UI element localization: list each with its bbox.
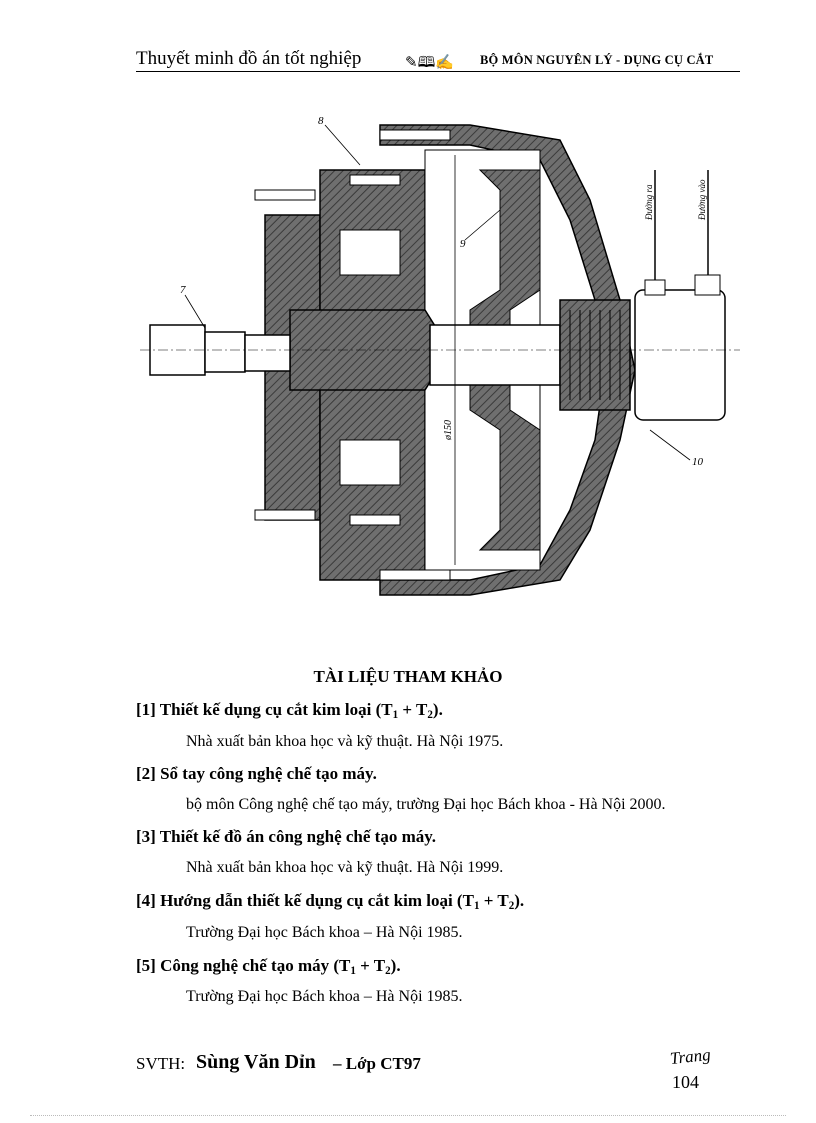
reference-number: [1] [136,700,156,719]
reference-title-text: Hướng dẫn thiết kế dụng cụ cắt kim loại … [160,891,474,910]
reference-title: [2] Sổ tay công nghệ chế tạo máy. [136,764,377,784]
closing-punct: ). [514,891,525,910]
reference-number: [2] [136,764,156,783]
callout-9: 9 [460,238,466,250]
reference-title: [5] Công nghệ chế tạo máy (T1 + T2). [136,956,401,977]
footer-svth-label: SVTH: [136,1054,186,1073]
subscript: 1 [392,708,399,721]
reference-title-text: Thiết kế đồ án công nghệ chế tạo máy. [159,827,437,846]
subscript: 2 [427,708,433,721]
reference-number: [5] [136,956,156,975]
callout-10: 10 [692,456,704,468]
subscript: 2 [385,964,391,977]
subscript: 1 [473,899,480,912]
reference-title: [4] Hướng dẫn thiết kế dụng cụ cắt kim l… [136,891,524,912]
header-ornament-icon: ✎🕮✍ [405,55,454,71]
callout-7: 7 [180,284,186,296]
subscript: 2 [508,899,515,912]
bottom-dotted-rule [30,1115,786,1116]
reference-number: [4] [136,891,156,910]
footer-page-label: Trang [669,1044,712,1069]
reference-title-text: Thiết kế dụng cụ cắt kim loại (T [159,700,393,719]
callout-8: 8 [318,115,324,127]
reference-number: [3] [136,827,156,846]
closing-punct: ). [390,956,401,975]
reference-detail: Nhà xuất bản khoa học và kỹ thuật. Hà Nộ… [186,859,504,876]
references-heading: TÀI LIỆU THAM KHẢO [313,667,503,686]
header-department: BỘ MÔN NGUYÊN LÝ - DỤNG CỤ CẮT [480,53,714,67]
footer-page-number: 104 [672,1072,699,1092]
reference-detail: Trường Đại học Bách khoa – Hà Nội 1985. [186,988,463,1005]
technical-drawing: 8 7 9 10 ø150 Đường ra Đường vào [140,115,740,596]
reference-title-text: Công nghệ chế tạo máy (T [160,956,351,975]
port-out-label: Đường ra [644,184,654,221]
reference-detail: Trường Đại học Bách khoa – Hà Nội 1985. [186,924,463,941]
footer-class: – Lớp CT97 [333,1054,421,1073]
header-document-title: Thuyết minh đồ án tốt nghiệp [136,48,362,69]
reference-title: [3] Thiết kế đồ án công nghệ chế tạo máy… [136,827,436,847]
footer-student-name: Sùng Văn Dỉn [196,1051,316,1073]
subscript-join: + T [398,700,428,719]
reference-detail: Nhà xuất bản khoa học và kỹ thuật. Hà Nộ… [186,733,504,750]
subscript: 1 [350,964,356,977]
subscript-join: + T [479,891,509,910]
subscript-join: + T [355,956,386,975]
closing-punct: ). [432,700,443,719]
reference-detail: bộ môn Công nghệ chế tạo máy, trường Đại… [186,796,666,813]
port-in-label: Đường vào [697,179,707,221]
reference-title-text: Sổ tay công nghệ chế tạo máy. [160,764,377,783]
header-rule [136,71,740,72]
dimension-diameter: ø150 [443,420,454,441]
reference-title: [1] Thiết kế dụng cụ cắt kim loại (T1 + … [136,700,443,721]
